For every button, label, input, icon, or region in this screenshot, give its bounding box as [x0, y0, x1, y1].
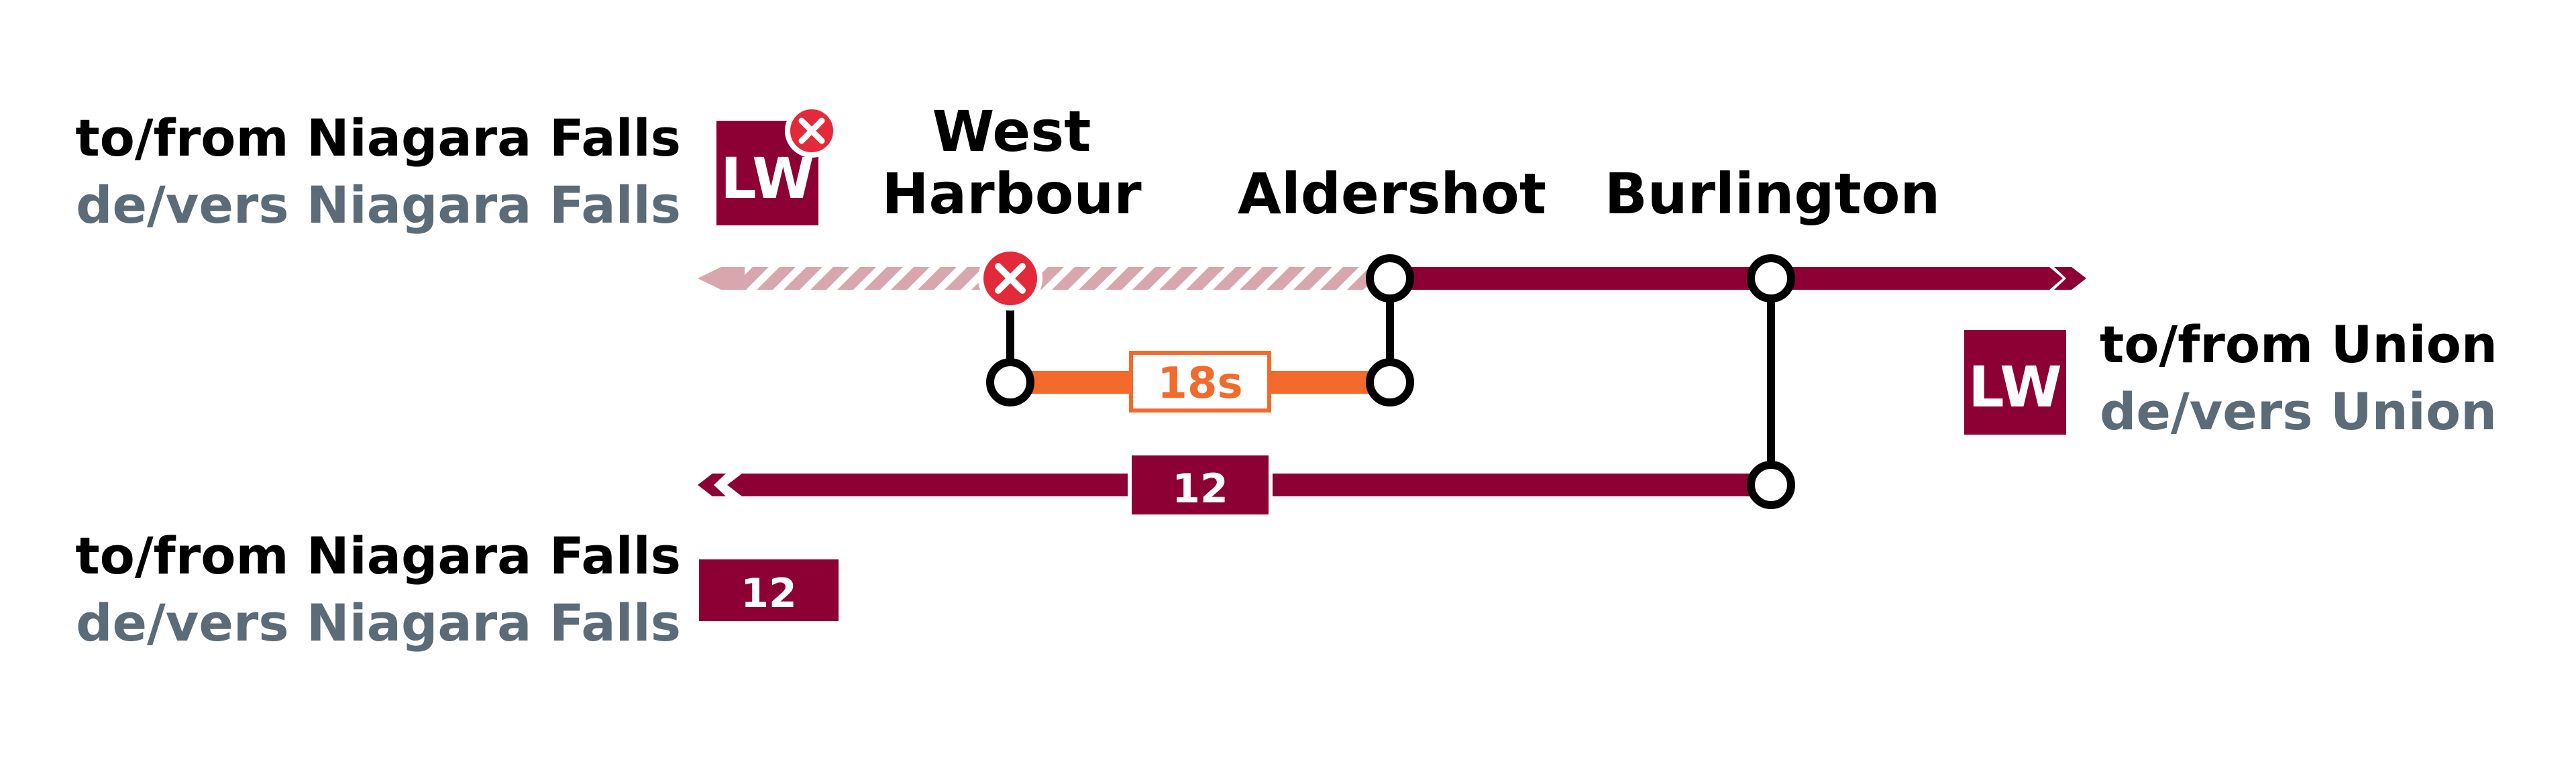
lw-badge-union-bg: [1964, 330, 2066, 435]
chevron-arrow-icon: [2039, 267, 2063, 290]
close-x-icon: [785, 104, 839, 158]
shuttle-badge: [1129, 351, 1271, 413]
shuttle-segment: 18s: [1009, 351, 1391, 413]
niagara-bottom-fr: de/vers Niagara Falls: [76, 593, 681, 653]
niagara-bottom-label: to/from Niagara Falls de/vers Niagara Fa…: [75, 526, 681, 653]
active-line-top: [1390, 267, 2086, 290]
lw-badge-top-text: LW: [720, 146, 814, 211]
close-x-icon: [978, 246, 1042, 311]
chevron-arrow-icon: [2054, 267, 2086, 290]
lw-badge-union-text: LW: [1968, 354, 2062, 420]
lw-badge-union: LW: [1964, 330, 2066, 435]
union-fr: de/vers Union: [2100, 382, 2497, 441]
chevron-arrow-icon: [698, 474, 726, 496]
niagara-top-label: to/from Niagara Falls de/vers Niagara Fa…: [75, 108, 681, 235]
aldershot-shuttle-stop: [1366, 358, 1414, 406]
west-harbour-shuttle-stop: [986, 358, 1034, 406]
chevron-arrow-icon: [727, 474, 746, 496]
route-12-line: 12: [698, 451, 1771, 518]
niagara-top-fr: de/vers Niagara Falls: [76, 175, 681, 235]
union-label: to/from Union de/vers Union: [2100, 315, 2498, 441]
station-burlington: Burlington: [1605, 161, 1940, 227]
niagara-top-en: to/from Niagara Falls: [75, 108, 681, 168]
burlington-route-12-stop: [1747, 461, 1795, 509]
route-12-line-badge: [1128, 451, 1273, 518]
route-12-legend-badge: 12: [699, 559, 839, 621]
station-west-harbour-line1: West: [932, 99, 1091, 164]
route-12-legend-badge-text: 12: [741, 570, 797, 617]
niagara-bottom-en: to/from Niagara Falls: [75, 526, 681, 586]
shuttle-badge-text: 18s: [1157, 359, 1242, 408]
station-aldershot: Aldershot: [1238, 161, 1546, 227]
suspended-line-segment: [698, 267, 1390, 290]
station-west-harbour-line2: Harbour: [881, 161, 1142, 227]
union-en: to/from Union: [2100, 315, 2498, 374]
aldershot-stop: [1366, 254, 1414, 303]
burlington-stop: [1747, 254, 1795, 303]
route-12-line-badge-text: 12: [1172, 465, 1228, 512]
